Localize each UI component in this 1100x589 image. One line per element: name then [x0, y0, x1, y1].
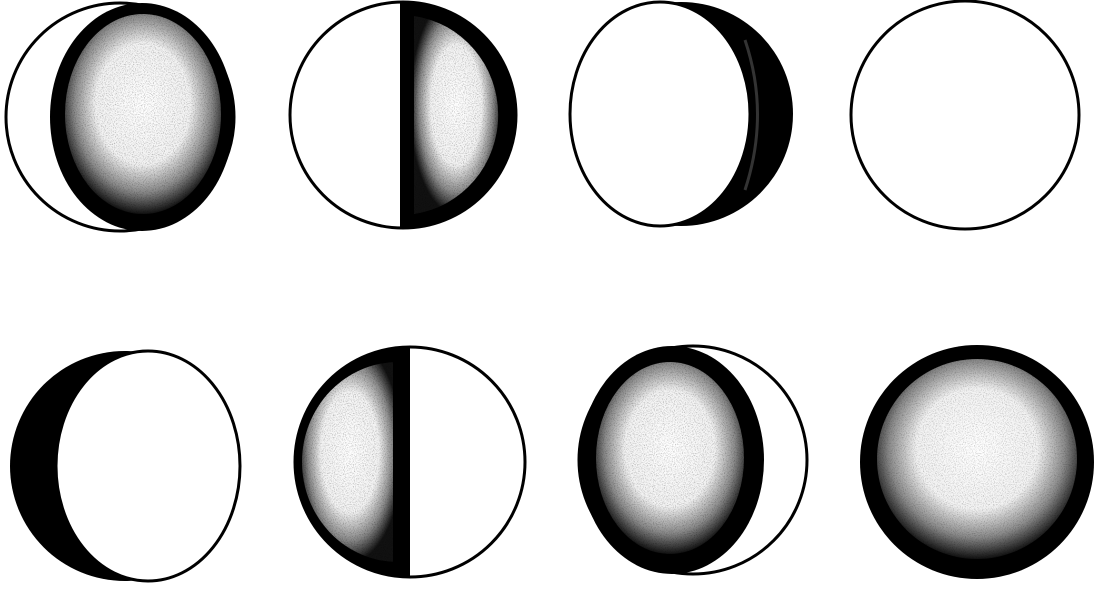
waning-crescent-phase-icon: [10, 351, 240, 581]
full-moon-phase-icon: [860, 345, 1094, 579]
third-quarter-phase-icon: [295, 347, 525, 577]
new-moon-phase-icon: [851, 1, 1079, 229]
first-quarter-phase-icon: [290, 2, 516, 228]
waxing-crescent-phase-icon: [569, 2, 793, 226]
waning-gibbous-phase-icon: [579, 346, 807, 574]
waxing-gibbous-phase-icon: [6, 3, 234, 231]
